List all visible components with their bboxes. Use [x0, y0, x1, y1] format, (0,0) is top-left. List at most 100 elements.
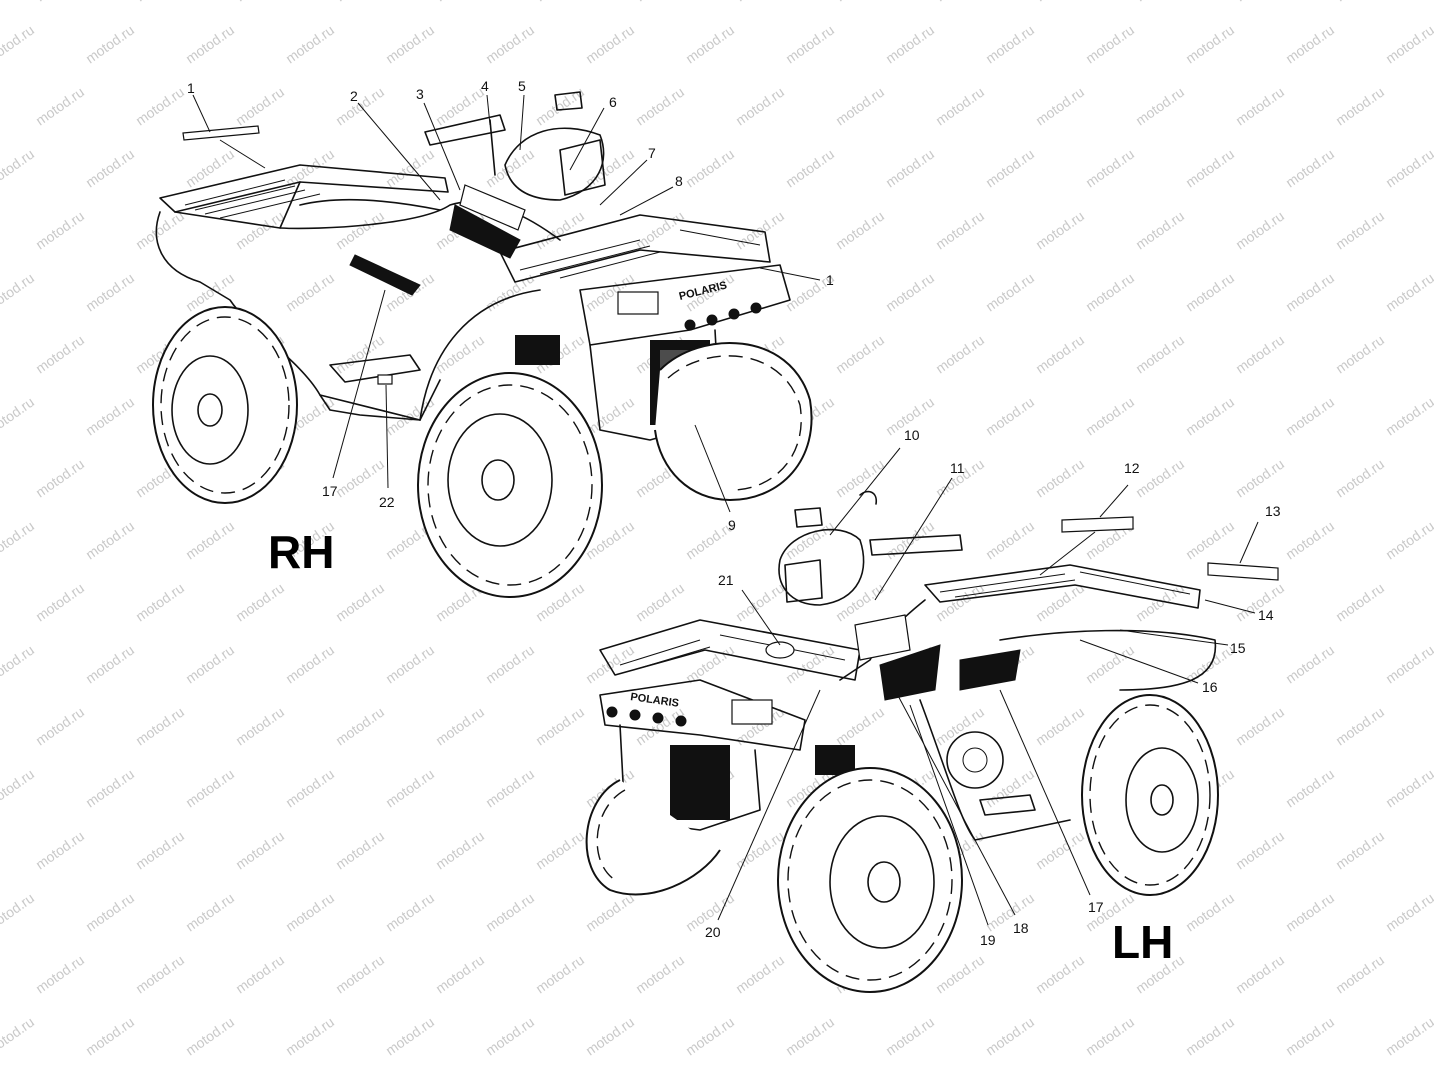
callout-15: 15: [1230, 640, 1246, 656]
watermark-text: motod.ru: [83, 146, 137, 191]
watermark-text: motod.ru: [1383, 22, 1434, 67]
watermark-text: motod.ru: [183, 22, 237, 67]
callout-labels: 1 1 2 3 4 5 6 7 8 9 10 11 12 13 14 15 16…: [187, 78, 1281, 948]
watermark-text: motod.ru: [333, 704, 387, 749]
watermark-text: motod.ru: [583, 642, 637, 687]
callout-6: 6: [609, 94, 617, 110]
watermark-text: motod.ru: [1033, 952, 1087, 997]
callout-10: 10: [904, 427, 920, 443]
watermark-text: motod.ru: [883, 270, 937, 315]
watermark-text: motod.ru: [133, 0, 187, 4]
watermark-text: motod.ru: [383, 146, 437, 191]
watermark-text: motod.ru: [1283, 766, 1337, 811]
watermark-text: motod.ru: [1083, 642, 1137, 687]
callout-12: 12: [1124, 460, 1140, 476]
watermark-text: motod.ru: [533, 952, 587, 997]
watermark-text: motod.ru: [33, 332, 87, 377]
callout-1-front: 1: [826, 272, 834, 288]
watermark-text: motod.ru: [283, 22, 337, 67]
callout-4: 4: [481, 78, 489, 94]
watermark-text: motod.ru: [583, 890, 637, 935]
watermark-text: motod.ru: [1083, 146, 1137, 191]
watermark-text: motod.ru: [1033, 332, 1087, 377]
watermark-text: motod.ru: [183, 766, 237, 811]
watermark-text: motod.ru: [233, 0, 287, 4]
watermark-text: motod.ru: [1383, 394, 1434, 439]
watermark-text: motod.ru: [683, 642, 737, 687]
watermark-text: motod.ru: [833, 0, 887, 4]
watermark-text: motod.ru: [33, 208, 87, 253]
callout-5: 5: [518, 78, 526, 94]
watermark-text: motod.ru: [383, 766, 437, 811]
watermark-text: motod.ru: [633, 580, 687, 625]
watermark-text: motod.ru: [283, 1014, 337, 1059]
watermark-text: motod.ru: [83, 22, 137, 67]
watermark-text: motod.ru: [233, 828, 287, 873]
watermark-text: motod.ru: [1133, 208, 1187, 253]
watermark-text: motod.ru: [133, 580, 187, 625]
watermark-text: motod.ru: [433, 952, 487, 997]
watermark-text: motod.ru: [983, 22, 1037, 67]
watermark-text: motod.ru: [933, 208, 987, 253]
watermark-text: motod.ru: [383, 890, 437, 935]
watermark-text: motod.ru: [1383, 642, 1434, 687]
atv-lh-view: POLARIS: [585, 490, 1279, 993]
watermark-text: motod.ru: [283, 766, 337, 811]
svg-text:POLARIS: POLARIS: [630, 691, 680, 710]
watermark-text: motod.ru: [1233, 704, 1287, 749]
watermark-text: motod.ru: [183, 642, 237, 687]
watermark-text: motod.ru: [483, 642, 537, 687]
watermark-text: motod.ru: [1283, 1014, 1337, 1059]
watermark-text: motod.ru: [1333, 952, 1387, 997]
watermark-text: motod.ru: [83, 1014, 137, 1059]
watermark-text: motod.ru: [633, 952, 687, 997]
watermark-text: motod.ru: [883, 518, 937, 563]
watermark-text: motod.ru: [583, 1014, 637, 1059]
watermark-text: motod.ru: [1333, 456, 1387, 501]
watermark-text: motod.ru: [833, 84, 887, 129]
watermark-text: motod.ru: [133, 828, 187, 873]
watermark-text: motod.ru: [83, 270, 137, 315]
watermark-text: motod.ru: [0, 22, 37, 67]
watermark-text: motod.ru: [1133, 84, 1187, 129]
watermark-text: motod.ru: [733, 952, 787, 997]
watermark-text: motod.ru: [633, 704, 687, 749]
callout-13: 13: [1265, 503, 1281, 519]
watermark-text: motod.ru: [383, 1014, 437, 1059]
watermark-text: motod.ru: [433, 332, 487, 377]
watermark-text: motod.ru: [733, 580, 787, 625]
watermark-text: motod.ru: [1233, 952, 1287, 997]
watermark-text: motod.ru: [483, 766, 537, 811]
callout-7: 7: [648, 145, 656, 161]
watermark-text: motod.ru: [0, 890, 37, 935]
callout-21: 21: [718, 572, 734, 588]
watermark-text: motod.ru: [1183, 1014, 1237, 1059]
watermark-text: motod.ru: [33, 84, 87, 129]
watermark-text: motod.ru: [1183, 22, 1237, 67]
watermark-text: motod.ru: [233, 580, 287, 625]
watermark-text: motod.ru: [33, 0, 87, 4]
watermark-text: motod.ru: [983, 146, 1037, 191]
watermark-text: motod.ru: [483, 22, 537, 67]
watermark-text: motod.ru: [0, 766, 37, 811]
watermark-text: motod.ru: [233, 208, 287, 253]
watermark-text: motod.ru: [683, 1014, 737, 1059]
watermark-text: motod.ru: [1183, 890, 1237, 935]
watermark-text: motod.ru: [1183, 146, 1237, 191]
watermark-text: motod.ru: [733, 208, 787, 253]
watermark-text: motod.ru: [1383, 766, 1434, 811]
watermark-text: motod.ru: [333, 332, 387, 377]
watermark-text: motod.ru: [183, 518, 237, 563]
watermark-text: motod.ru: [833, 208, 887, 253]
watermark-text: motod.ru: [333, 952, 387, 997]
watermark-text: motod.ru: [133, 84, 187, 129]
watermark-text: motod.ru: [983, 890, 1037, 935]
watermark-text: motod.ru: [533, 208, 587, 253]
watermark-text: motod.ru: [483, 1014, 537, 1059]
watermark-text: motod.ru: [183, 890, 237, 935]
watermark-text: motod.ru: [1283, 642, 1337, 687]
watermark-text: motod.ru: [633, 0, 687, 4]
watermark-text: motod.ru: [933, 332, 987, 377]
